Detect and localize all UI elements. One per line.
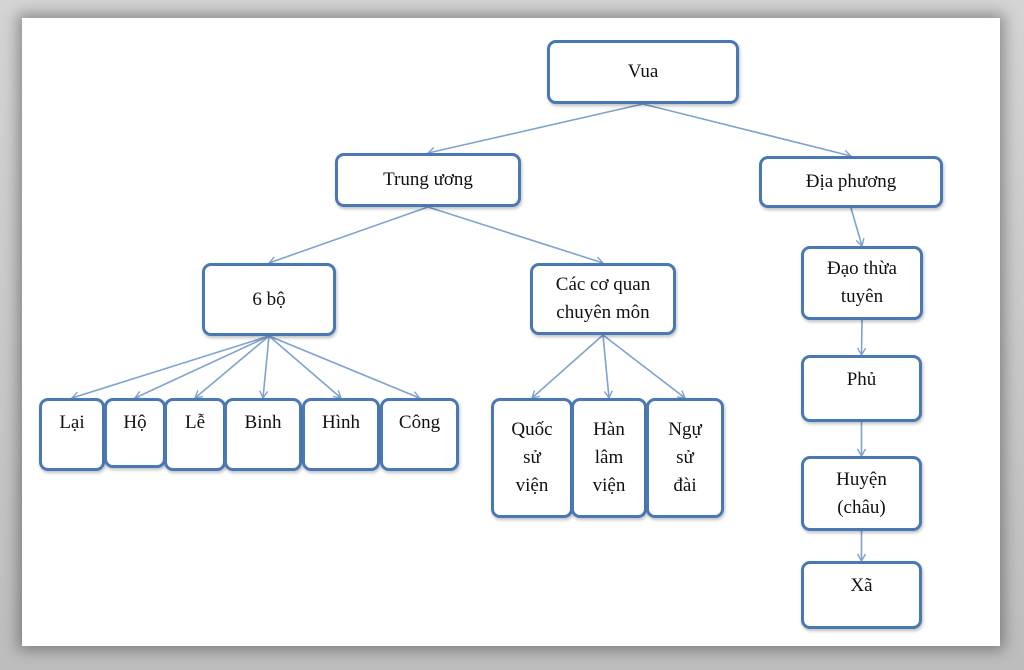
node-binh: Binh bbox=[224, 398, 302, 471]
node-phu: Phủ bbox=[801, 355, 922, 422]
org-chart: Vua Trung ương Địa phương 6 bộ Các cơ qu… bbox=[22, 18, 1000, 646]
node-cong: Công bbox=[380, 398, 459, 471]
node-trung-uong: Trung ương bbox=[335, 153, 521, 207]
connector-sau_bo-cong bbox=[268, 335, 421, 400]
node-le: Lễ bbox=[164, 398, 226, 471]
connector-sau_bo-lai bbox=[70, 335, 270, 401]
connector-co_quan-han_lam_vien bbox=[602, 334, 613, 400]
connector-trung_uong-sau_bo bbox=[267, 206, 429, 266]
connector-sau_bo-hinh bbox=[268, 335, 343, 399]
node-cac-co-quan-chuyen-mon: Các cơ quan chuyên môn bbox=[530, 263, 676, 335]
connector-sau_bo-binh bbox=[259, 335, 270, 400]
node-han-lam-vien: Hàn lâm viện bbox=[571, 398, 647, 518]
node-lai: Lại bbox=[39, 398, 105, 471]
node-vua: Vua bbox=[547, 40, 739, 104]
node-ngu-su-dai: Ngự sử đài bbox=[646, 398, 724, 518]
node-ho: Hộ bbox=[104, 398, 166, 468]
node-xa: Xã bbox=[801, 561, 922, 629]
node-quoc-su-vien: Quốc sử viện bbox=[491, 398, 573, 518]
connector-trung_uong-co_quan bbox=[427, 206, 605, 266]
connector-sau_bo-ho bbox=[133, 335, 270, 400]
connector-dao_thua_tuyen-phu bbox=[856, 319, 867, 357]
connector-layer bbox=[70, 103, 867, 563]
node-dao-thua-tuyen: Đạo thừa tuyên bbox=[801, 246, 923, 320]
node-hinh: Hình bbox=[302, 398, 380, 471]
node-huyen-chau: Huyện (châu) bbox=[801, 456, 922, 531]
node-dia-phuong: Địa phương bbox=[759, 156, 943, 208]
node-6-bo: 6 bộ bbox=[202, 263, 336, 336]
connector-co_quan-ngu_su_dai bbox=[602, 334, 687, 399]
connector-co_quan-quoc_su_vien bbox=[530, 334, 604, 399]
connector-dia_phuong-dao_thua_tuyen bbox=[850, 207, 865, 248]
connector-sau_bo-le bbox=[193, 335, 270, 399]
connector-vua-trung_uong bbox=[426, 103, 644, 157]
connector-vua-dia_phuong bbox=[642, 103, 853, 159]
